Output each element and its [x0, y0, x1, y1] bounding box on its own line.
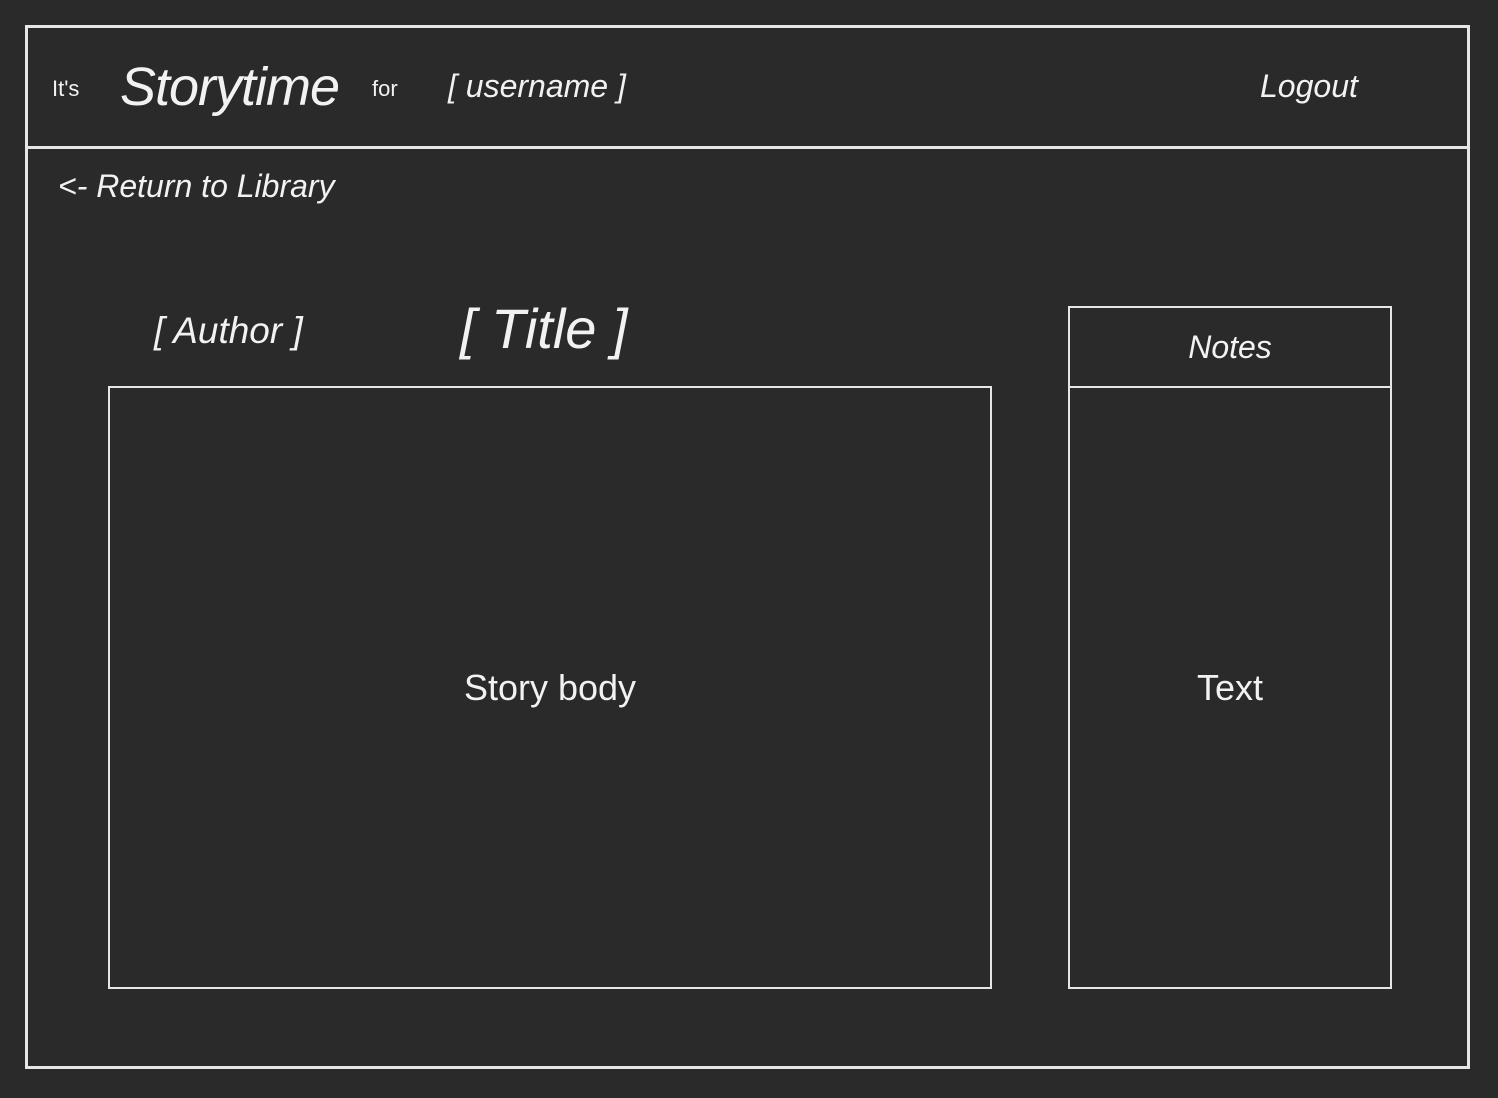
- story-title: [ Title ]: [460, 297, 628, 360]
- header-prefix: It's: [52, 76, 80, 101]
- notes-text: Text: [1196, 666, 1264, 708]
- app-logo: Storytime: [120, 57, 340, 117]
- notes-heading-label: Notes: [1188, 328, 1272, 365]
- username-label: [ username ]: [448, 68, 626, 104]
- notes-panel: Notes Text: [1068, 306, 1392, 989]
- app-header: It's Storytime for [ username ] Logout: [28, 28, 1467, 149]
- logout-button[interactable]: Logout: [1260, 68, 1358, 104]
- notes-heading: Notes: [1070, 308, 1390, 388]
- return-to-library-link[interactable]: <- Return to Library: [58, 168, 335, 204]
- notes-text-area[interactable]: Text: [1070, 388, 1390, 987]
- header-connector: for: [372, 76, 398, 101]
- story-body-text: Story body: [463, 666, 637, 708]
- app-frame: It's Storytime for [ username ] Logout <…: [25, 25, 1470, 1069]
- story-author: [ Author ]: [154, 310, 303, 351]
- story-body-panel: Story body: [108, 386, 992, 989]
